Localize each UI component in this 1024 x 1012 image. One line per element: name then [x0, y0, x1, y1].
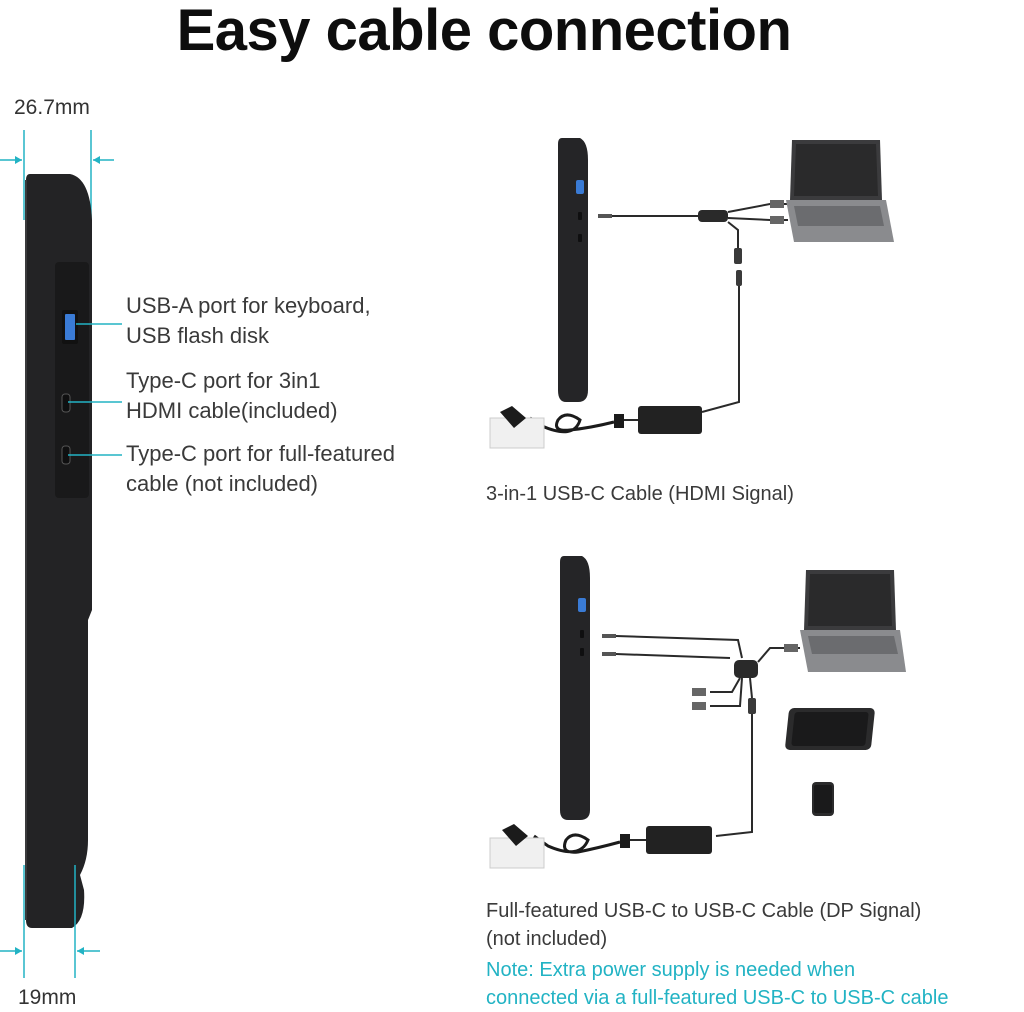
dp-connection-diagram: [489, 556, 906, 869]
hdmi-diagram-caption: 3-in-1 USB-C Cable (HDMI Signal): [486, 483, 794, 505]
port-label-usb-a: USB-A port for keyboard, USB flash disk: [126, 293, 371, 348]
power-supply-note: Note: Extra power supply is needed when …: [486, 959, 949, 1009]
page-title: Easy cable connection: [176, 0, 792, 63]
hdmi-connection-diagram: [489, 138, 894, 449]
bottom-thickness-label: 19mm: [18, 986, 77, 1009]
port-label-type-c-full: Type-C port for full-featured cable (not…: [126, 441, 396, 496]
port-label-type-c-hdmi: Type-C port for 3in1 HDMI cable(included…: [126, 368, 338, 423]
top-thickness-label: 26.7mm: [14, 96, 90, 119]
dp-diagram-caption: Full-featured USB-C to USB-C Cable (DP S…: [486, 900, 922, 950]
monitor-side-profile: [0, 130, 122, 978]
